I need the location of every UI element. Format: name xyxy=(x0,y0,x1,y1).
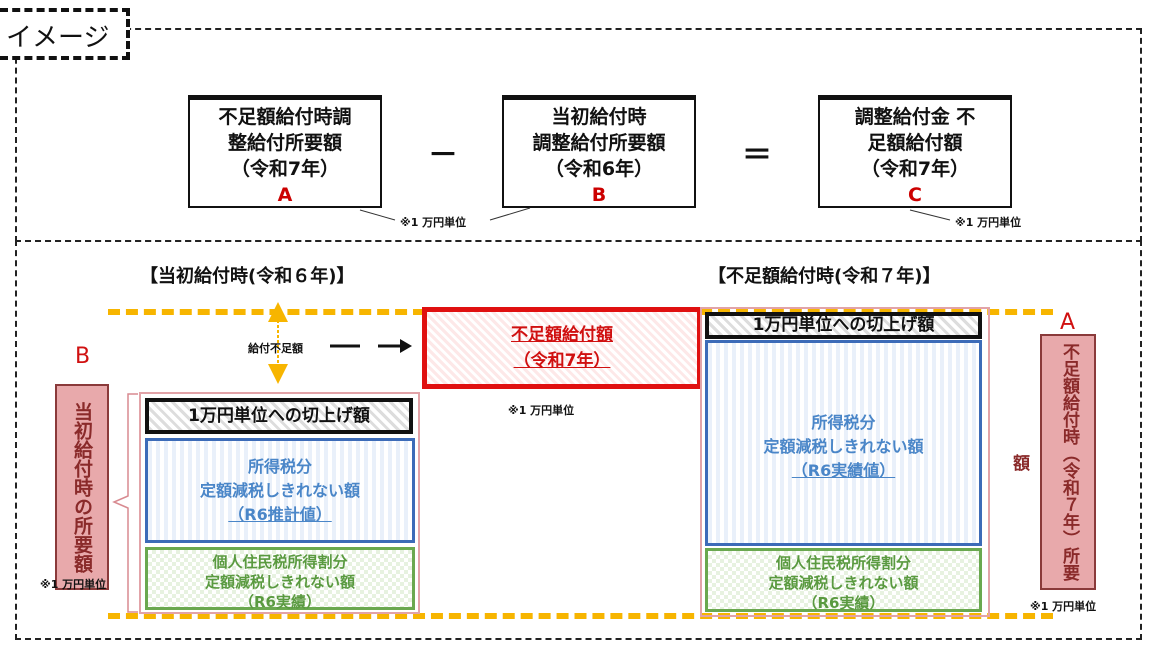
initial-required-amount-label: 当初給付時の所要額 xyxy=(55,384,109,590)
text: （令和7年） xyxy=(860,158,970,180)
shortfall-arrows xyxy=(268,302,412,384)
left-resident-tax-box: 個人住民税所得割分 定額減税しきれない額 （R6実績） xyxy=(145,547,415,611)
text: 個人住民税所得割分 xyxy=(212,553,348,571)
left-stack-border xyxy=(139,392,420,614)
text: 調整給付金 不 xyxy=(854,106,976,128)
letter-b: B xyxy=(75,344,91,369)
text: （令和7年） xyxy=(230,158,340,180)
right-heading: 【不足額給付時(令和７年)】 xyxy=(708,266,941,287)
text: 整給付所要額 xyxy=(227,132,342,154)
shortfall-required-amount-label: 不足額給付時（令和７年）所要額 xyxy=(1009,334,1096,590)
formula-box-a: 不足額給付時調 整給付所要額 （令和7年） A xyxy=(188,95,382,208)
unit-note: ※1 万円単位 xyxy=(955,216,1022,229)
letter-a: A xyxy=(1060,310,1076,335)
text: （R6実績値） xyxy=(791,461,896,480)
text: 所得税分 xyxy=(247,457,312,476)
left-income-tax-box: 所得税分 定額減税しきれない額 （R6推計値） xyxy=(145,438,415,543)
right-resident-tax-box: 個人住民税所得割分 定額減税しきれない額 （R6実績） xyxy=(705,548,982,612)
unit-note: ※1 万円単位 xyxy=(40,578,107,591)
text: （令和6年） xyxy=(544,158,654,180)
text: 個人住民税所得割分 xyxy=(775,554,911,572)
right-roundup-box: 1万円単位への切上げ額 xyxy=(705,312,982,339)
shortfall-payment-box: 不足額給付額 （令和7年） xyxy=(422,307,702,389)
unit-note: ※1 万円単位 xyxy=(400,216,467,229)
text: 定額減税しきれない額 xyxy=(768,574,919,592)
letter-b: B xyxy=(591,184,607,206)
text: 定額減税しきれない額 xyxy=(199,481,360,500)
right-stack-border xyxy=(700,307,990,617)
formula-box-c: 調整給付金 不 足額給付額 （令和7年） C xyxy=(818,95,1012,208)
shortfall-label: 給付不足額 xyxy=(248,342,303,355)
unit-note: ※1 万円単位 xyxy=(508,404,575,417)
image-tag: イメージ xyxy=(0,8,130,60)
bottom-dashed-line xyxy=(108,613,1053,619)
left-heading: 【当初給付時(令和６年)】 xyxy=(140,266,355,287)
unit-note: ※1 万円単位 xyxy=(1030,600,1097,613)
equals-sign: ＝ xyxy=(742,138,772,173)
letter-c: C xyxy=(908,184,922,206)
text: 調整給付所要額 xyxy=(532,132,666,154)
text: （令和7年） xyxy=(513,351,611,371)
formula-box-b: 当初給付時 調整給付所要額 （令和6年） B xyxy=(502,95,696,208)
text: 定額減税しきれない額 xyxy=(763,437,924,456)
text: （R6推計値） xyxy=(228,505,332,524)
text: 当初給付時 xyxy=(551,106,647,128)
brace xyxy=(112,393,138,613)
minus-sign: － xyxy=(428,138,458,173)
callout-lines xyxy=(359,207,951,221)
letter-a: A xyxy=(277,184,293,206)
text: 不足額給付額 xyxy=(511,325,613,345)
left-roundup-box: 1万円単位への切上げ額 xyxy=(145,398,413,434)
bottom-frame xyxy=(15,240,1142,640)
text: 所得税分 xyxy=(811,413,876,432)
text: （R6実績） xyxy=(802,594,885,612)
text: 不足額給付時調 xyxy=(218,106,352,128)
text: （R6実績） xyxy=(239,593,321,611)
right-income-tax-box: 所得税分 定額減税しきれない額 （R6実績値） xyxy=(705,340,982,546)
text: 定額減税しきれない額 xyxy=(204,573,355,591)
text: 足額給付額 xyxy=(867,132,963,154)
